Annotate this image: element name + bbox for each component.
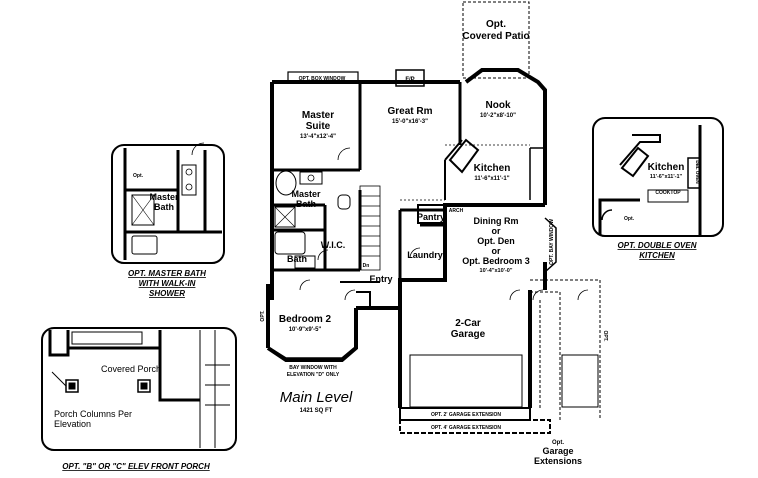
master-vanity [299, 171, 323, 185]
bedroom2-label: Bedroom 2 [279, 314, 332, 325]
master-bath-label-1: Master [291, 189, 321, 199]
garage-ext-4-label: OPT. 4' GARAGE EXTENSION [431, 425, 501, 431]
exterior-walls [266, 68, 547, 408]
inset-oven-kitchen-dim: 11'-6"x11'-1" [650, 174, 683, 180]
main-plan [266, 1, 601, 434]
inset-oven-caption-1: OPT. DOUBLE OVEN [618, 241, 697, 250]
master-tub [275, 170, 297, 196]
inset-bath-opt: Opt. [133, 173, 144, 179]
covered-patio-outline [462, 1, 530, 79]
bay-window-label: OPT. BAY WINDOW [549, 219, 555, 265]
garage-door [409, 354, 523, 408]
garage-label-2: Garage [451, 329, 486, 340]
inset-oven-caption-2: KITCHEN [639, 251, 675, 260]
pantry-box [417, 204, 445, 224]
garage-extension-4 [399, 419, 551, 434]
laundry-label: Laundry [407, 250, 443, 260]
garage-label-1: 2-Car [455, 318, 481, 329]
pantry-label: Pantry [417, 212, 445, 222]
inset-front-porch [41, 327, 237, 451]
kitchen-island [448, 138, 480, 174]
kitchen-counter [444, 139, 463, 200]
inset-master-bath [111, 142, 225, 264]
garage-ext-2-label: OPT. 2' GARAGE EXTENSION [431, 412, 501, 418]
inset-bath-caption-1: OPT. MASTER BATH [128, 269, 206, 278]
stairs [359, 185, 381, 271]
box-window-label: OPT. BOX WINDOW [299, 76, 346, 82]
master-suite-label-2: Suite [306, 121, 331, 132]
fireplace-label: F/P [405, 77, 414, 83]
garage-ext-label-3: Extensions [534, 456, 582, 466]
dining-label-1: Dining Rm [474, 216, 519, 226]
arch-label: ARCH [449, 208, 464, 214]
inset-oven-opt: Opt. [624, 216, 635, 222]
inset-porch-caption: OPT. "B" OR "C" ELEV FRONT PORCH [62, 462, 210, 471]
inset-porch-columns-1: Porch Columns Per [54, 409, 132, 419]
patio-label-2: Covered Patio [462, 31, 529, 42]
bath-tub [274, 231, 306, 255]
inset-porch-columns-2: Elevation [54, 419, 91, 429]
bath-vanity [294, 255, 316, 269]
labels: Opt. Covered Patio OPT. BOX WINDOW F/P M… [54, 19, 700, 471]
wic-label: W.I.C. [321, 240, 346, 250]
opt-left-label: OPT. [260, 310, 266, 322]
opt-right-label: OPT. [602, 330, 608, 342]
dashed-lines [400, 144, 530, 201]
master-suite-label-1: Master [302, 110, 334, 121]
inset-oven-cooktop: COOKTOP [655, 190, 681, 196]
master-toilet [337, 194, 351, 210]
dining-bay-window [544, 217, 557, 273]
dining-label-4: or [492, 246, 501, 256]
bay-note-1: BAY WINDOW WITH [289, 365, 337, 371]
dining-dim: 10'-4"x10'-0" [480, 268, 513, 274]
great-rm-label: Great Rm [387, 106, 432, 117]
plan-area: 1421 SQ FT [300, 408, 333, 414]
dining-label-3: Opt. Den [477, 236, 515, 246]
patio-label-1: Opt. [486, 19, 506, 30]
garage-ext-dashed [530, 279, 601, 420]
entry-walls [340, 281, 380, 308]
kitchen-dim: 11'-6"x11'-1" [474, 176, 509, 182]
inset-bath-caption-3: SHOWER [149, 289, 185, 298]
bay-note-2: ELEVATION "D" ONLY [287, 372, 340, 378]
inset-oven-dbl-oven: DBL OVEN [695, 160, 700, 183]
plan-title: Main Level [280, 389, 353, 406]
nook-wall [529, 147, 545, 200]
bedroom2-bay-window [269, 347, 355, 359]
inset-porch-covered: Covered Porch [101, 364, 161, 374]
master-shower-x [274, 206, 296, 228]
master-suite-dim: 13'-4"x12'-4" [300, 134, 336, 140]
inset-bath-room-2: Bath [154, 202, 174, 212]
bedroom2-dim: 10'-9"x9'-5" [289, 327, 322, 333]
entry-door-swing [344, 289, 356, 301]
nook-dim: 10'-2"x8'-10" [480, 113, 516, 119]
master-sink [307, 174, 315, 182]
dining-label-5: Opt. Bedroom 3 [462, 256, 530, 266]
box-window [287, 71, 359, 83]
dn-label: Dn [363, 263, 370, 269]
nook-label: Nook [486, 100, 511, 111]
entry-label: Entry [369, 274, 392, 284]
kitchen-label: Kitchen [474, 163, 511, 174]
garage-ext-label-2: Garage [542, 446, 573, 456]
inset-bath-room-1: Master [149, 192, 179, 202]
door-swings [299, 147, 421, 291]
bath-label: Bath [287, 254, 307, 264]
great-rm-dim: 15'-0"x16'-3" [392, 119, 428, 125]
inset-bath-caption-2: WITH WALK-IN [139, 279, 196, 288]
master-shower [274, 206, 296, 228]
fireplace-box [395, 69, 425, 87]
inset-double-oven [592, 117, 724, 237]
master-bath-label-2: Bath [296, 199, 316, 209]
inset-oven-kitchen: Kitchen [648, 162, 685, 173]
garage-ext-label-1: Opt. [552, 440, 564, 446]
interior-walls [272, 82, 462, 308]
opt-garage-door [561, 354, 599, 408]
garage-doors-swings [509, 289, 589, 301]
dining-label-2: or [492, 226, 501, 236]
